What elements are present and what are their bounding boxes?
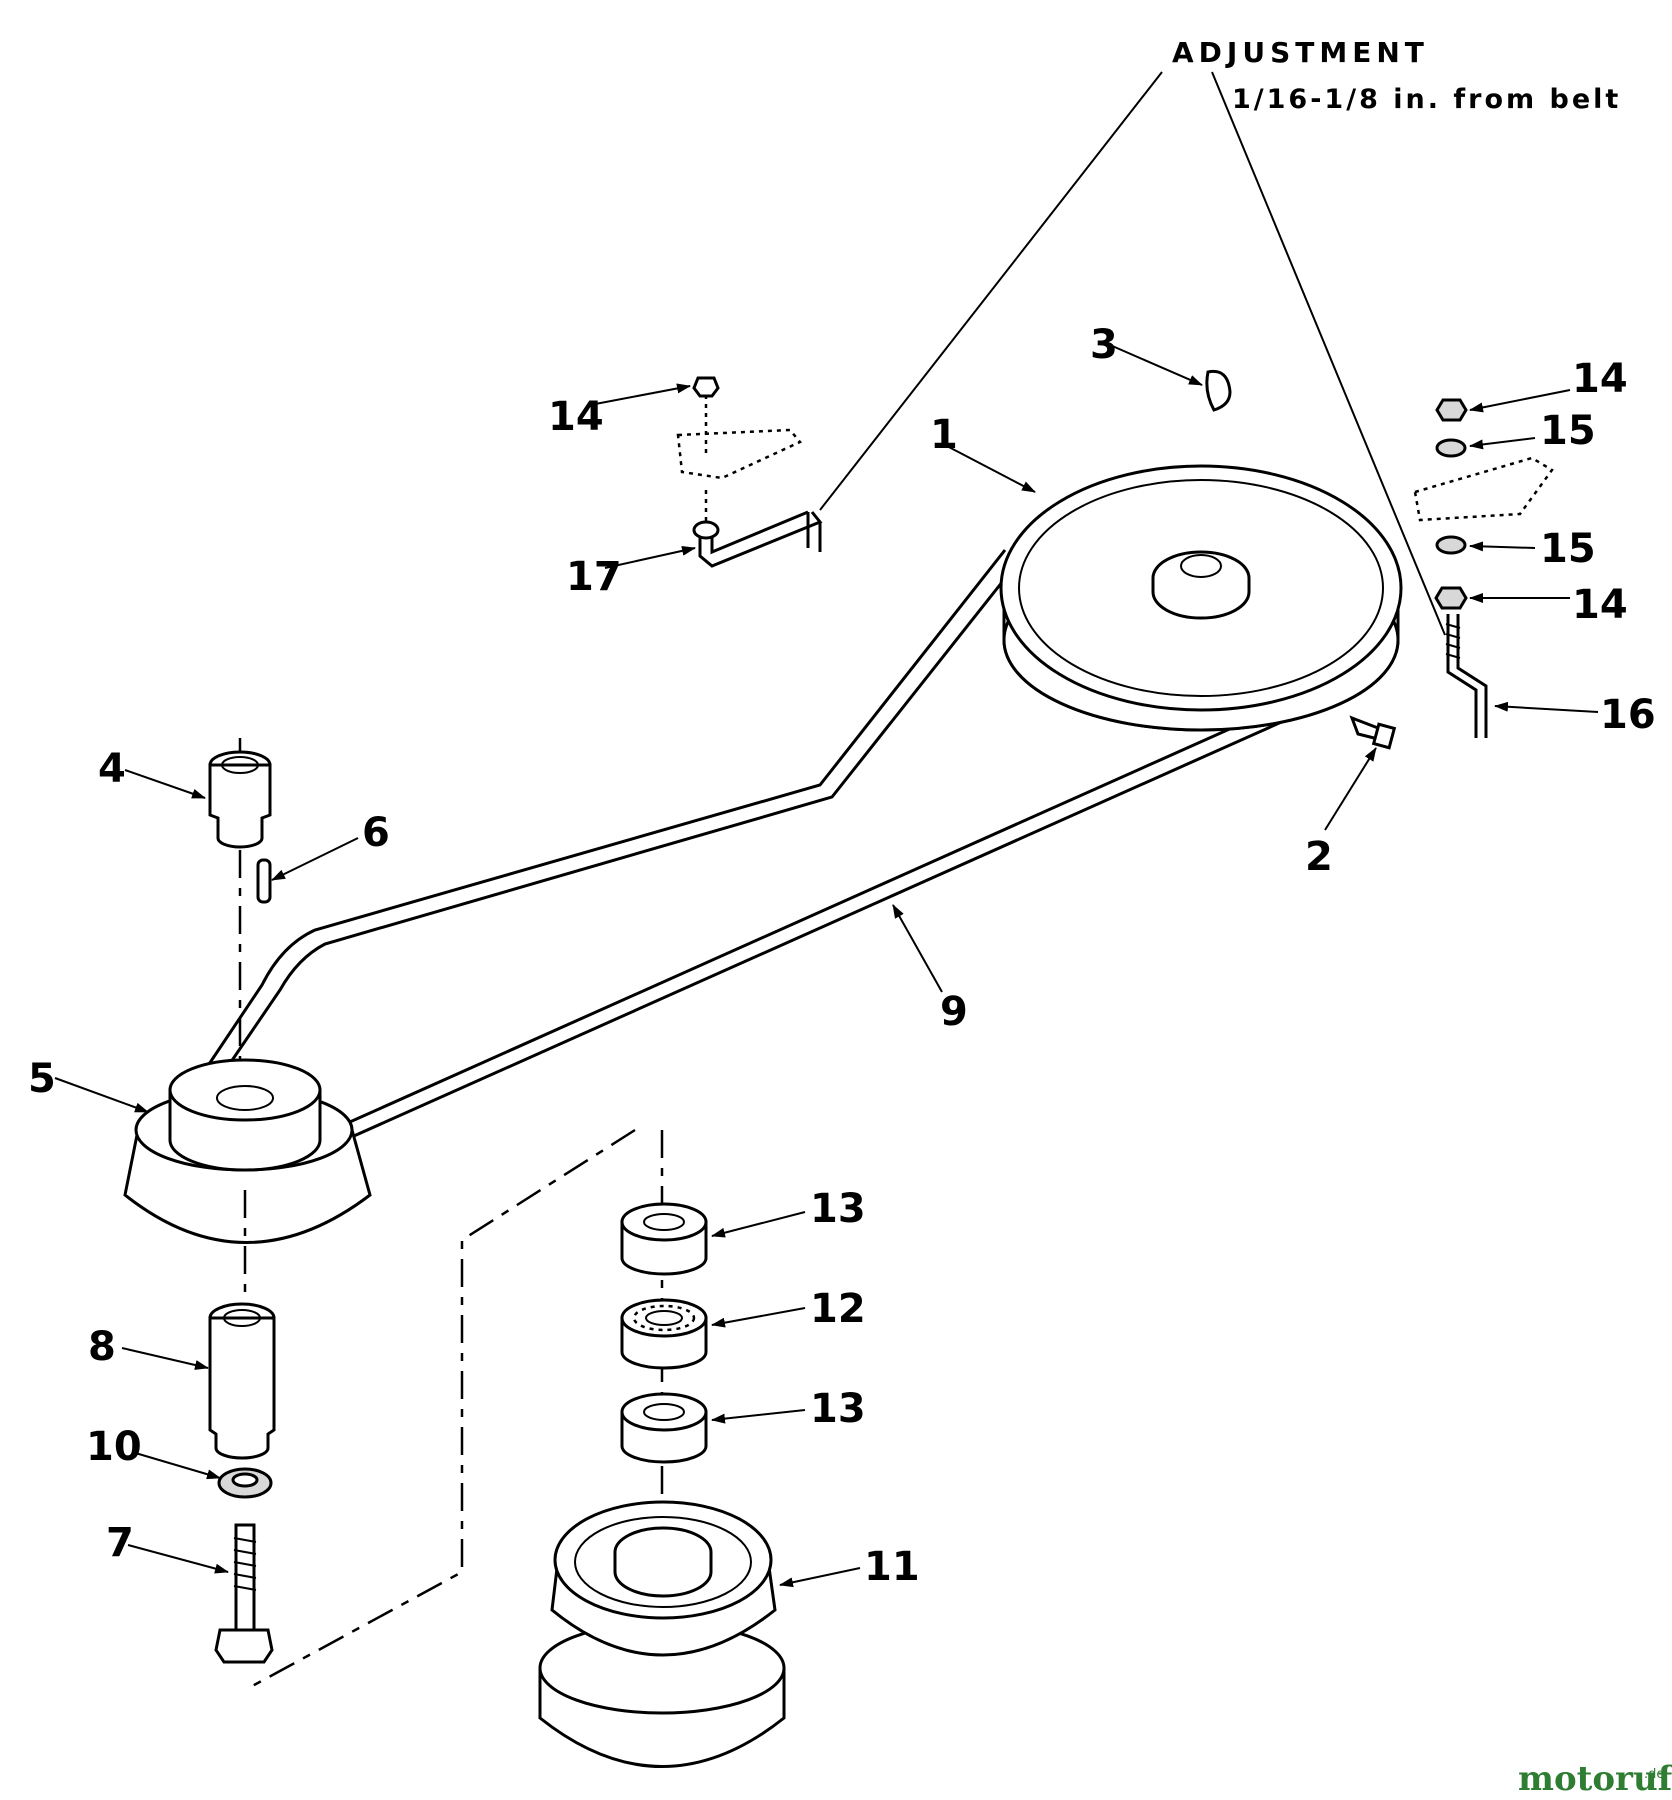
callout-5: 5 — [28, 1056, 56, 1102]
watermark-brand: motoruf — [1518, 1759, 1672, 1799]
callout-3: 3 — [1090, 322, 1118, 368]
callout-14-left: 14 — [548, 394, 604, 440]
adjustment-title: ADJUSTMENT — [1172, 36, 1429, 69]
large-pulley — [999, 464, 1403, 732]
adjustment-leader-left — [819, 71, 1163, 511]
callout-12: 12 — [810, 1286, 866, 1332]
callout-16: 16 — [1600, 692, 1656, 738]
callout-15-upper: 15 — [1540, 408, 1596, 454]
bolt-part-7 — [214, 1523, 274, 1664]
callout-13-lower: 13 — [810, 1386, 866, 1432]
callout-14-top-right: 14 — [1572, 356, 1628, 402]
callout-2: 2 — [1305, 834, 1333, 880]
spacer-part-4 — [208, 738, 272, 1080]
adjustment-hardware-stack — [1413, 398, 1554, 738]
callout-4: 4 — [98, 746, 126, 792]
callout-10: 10 — [86, 1424, 142, 1470]
callout-6: 6 — [362, 810, 390, 856]
bolt-part-2 — [1349, 715, 1397, 750]
belt-guide-part-17 — [676, 376, 823, 568]
assembly-guide-line — [244, 1128, 636, 1692]
double-pulley-part-11 — [538, 1500, 786, 1768]
callout-11: 11 — [864, 1544, 920, 1590]
key-part-6 — [256, 858, 272, 904]
bearing-part-13-upper — [620, 1202, 708, 1276]
callout-numbers: 1 2 3 4 5 6 7 8 9 10 11 12 13 13 14 14 1… — [28, 322, 1656, 1590]
callout-8: 8 — [88, 1324, 116, 1370]
callout-13-upper: 13 — [810, 1186, 866, 1232]
callout-17: 17 — [566, 554, 622, 600]
bearing-part-12 — [620, 1298, 708, 1370]
key-part-3 — [1205, 369, 1232, 412]
callout-7: 7 — [106, 1520, 134, 1566]
sleeve-part-8 — [208, 1302, 276, 1460]
callout-15-lower: 15 — [1540, 526, 1596, 572]
callout-14-bottom-right: 14 — [1572, 582, 1628, 628]
adjustment-clearance: 1/16-1/8 in. from belt — [1232, 84, 1621, 115]
small-pulley-part-5 — [123, 1058, 372, 1300]
adjustment-note: ADJUSTMENT 1/16-1/8 in. from belt — [819, 36, 1621, 636]
washer-part-10 — [217, 1467, 273, 1499]
bearing-part-13-lower — [620, 1392, 708, 1464]
callout-1: 1 — [930, 412, 958, 458]
v-belt — [183, 549, 1296, 1179]
adjustment-leader-right — [1211, 71, 1446, 636]
watermark-tld: .de — [1644, 1767, 1664, 1782]
callout-leaders — [54, 344, 1599, 1588]
watermark-logo: motoruf .de — [1518, 1759, 1672, 1799]
callout-9: 9 — [940, 989, 968, 1035]
